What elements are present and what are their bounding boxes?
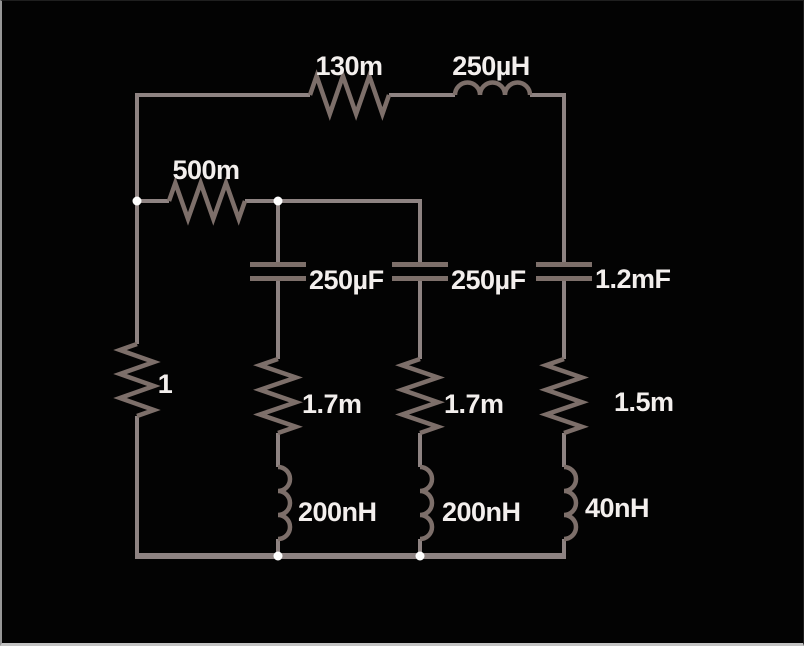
wire-topright <box>530 93 566 262</box>
junction-dot-bottom-branch1 <box>273 551 283 561</box>
resistor-1.5m-branch3-label: 1.5m <box>614 387 674 417</box>
capacitors <box>250 262 592 281</box>
resistor-1ohm-symbol <box>113 341 161 419</box>
junction-dot-bottom-branch2 <box>415 551 425 561</box>
capacitor-250uF-branch2-symbol <box>392 262 448 281</box>
inductor-250uH-symbol <box>452 80 533 96</box>
wire-topleft <box>135 93 310 203</box>
labels: 130m 250µH 500m 1 250µF 250µF 1.2mF 1.7m… <box>158 51 674 527</box>
resistors <box>113 69 589 436</box>
capacitor-1.2mF-branch3-label: 1.2mF <box>595 264 671 294</box>
inductor-40nH-branch3-label: 40nH <box>585 493 649 523</box>
resistor-1.7m-branch2-symbol <box>395 356 445 436</box>
junction-dot-left <box>132 196 142 206</box>
resistor-500m-label: 500m <box>172 155 239 185</box>
resistor-130m-symbol <box>307 69 392 121</box>
junction-dot-mid <box>273 196 283 206</box>
capacitor-250uF-branch1-label: 250µF <box>309 265 384 295</box>
resistor-500m-symbol <box>166 176 248 226</box>
inductor-200nH-branch1-label: 200nH <box>298 497 377 527</box>
resistor-1.7m-branch1-symbol <box>253 356 303 436</box>
inductor-200nH-branch2-label: 200nH <box>442 497 521 527</box>
wire-mid-right <box>245 199 422 262</box>
capacitor-250uF-branch1-symbol <box>250 262 306 281</box>
resistor-1.5m-branch3-symbol <box>539 356 589 436</box>
inductor-40nH-branch3-symbol <box>563 464 579 542</box>
junction-dots <box>132 196 425 561</box>
inductor-200nH-branch1-symbol <box>277 464 293 542</box>
resistor-1.7m-branch1-label: 1.7m <box>302 389 362 419</box>
resistor-130m-label: 130m <box>315 51 382 81</box>
resistor-1.7m-branch2-label: 1.7m <box>444 389 504 419</box>
inductor-200nH-branch2-symbol <box>419 464 435 542</box>
resistor-1ohm-label: 1 <box>158 369 173 399</box>
capacitor-1.2mF-branch3-symbol <box>536 262 592 281</box>
inductors <box>277 80 579 542</box>
inductor-250uH-label: 250µH <box>452 51 530 81</box>
capacitor-250uF-branch2-label: 250µF <box>451 265 526 295</box>
